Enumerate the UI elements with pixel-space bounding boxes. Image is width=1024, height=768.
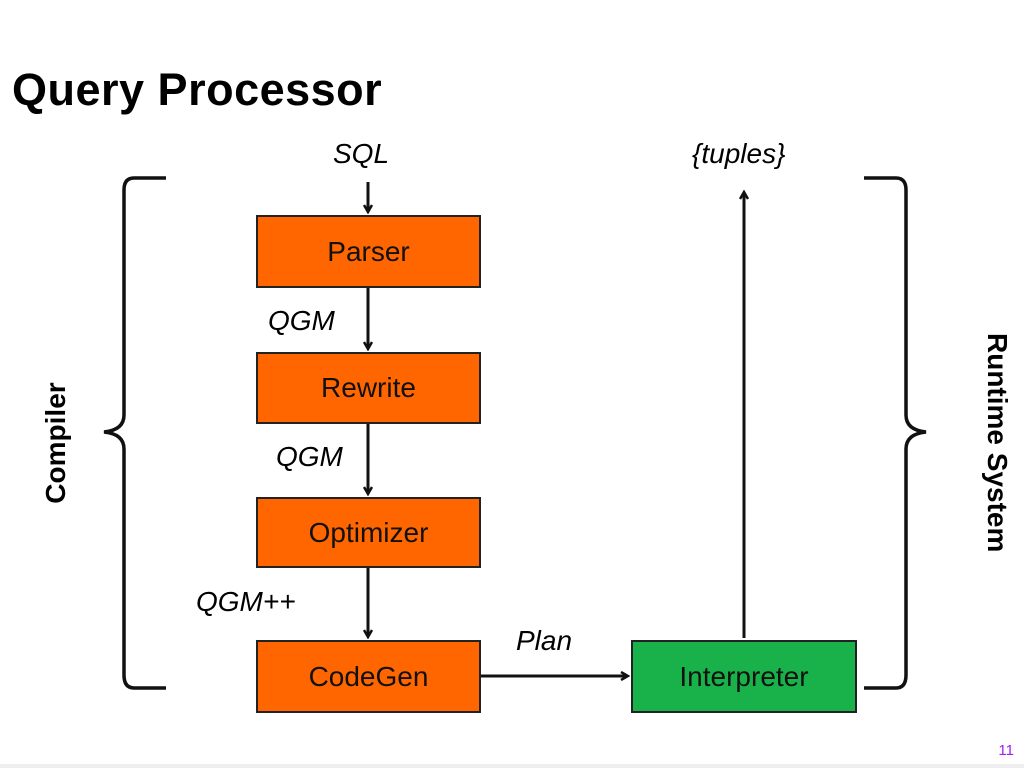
- plan-label: Plan: [516, 625, 573, 656]
- interpreter-box: Interpreter: [631, 640, 857, 713]
- qgm-label-2: QGM: [276, 441, 343, 472]
- optimizer-box: Optimizer: [256, 497, 481, 568]
- sql-input-label: SQL: [333, 138, 390, 169]
- runtime-brace: [864, 176, 927, 690]
- tuples-output-label: {tuples}: [692, 138, 786, 169]
- page-number: 11: [998, 742, 1014, 759]
- qgm-label-1: QGM: [268, 305, 335, 336]
- compiler-group-label: Compiler: [40, 382, 71, 504]
- qgm-plus-plus-label: QGM++: [196, 586, 296, 617]
- footer-divider: [0, 764, 1024, 768]
- codegen-box: CodeGen: [256, 640, 481, 713]
- rewrite-box: Rewrite: [256, 352, 481, 424]
- slide-title: Query Processor: [12, 64, 383, 115]
- runtime-system-group-label: Runtime System: [982, 333, 1013, 553]
- compiler-brace: [103, 176, 166, 690]
- parser-box: Parser: [256, 215, 481, 288]
